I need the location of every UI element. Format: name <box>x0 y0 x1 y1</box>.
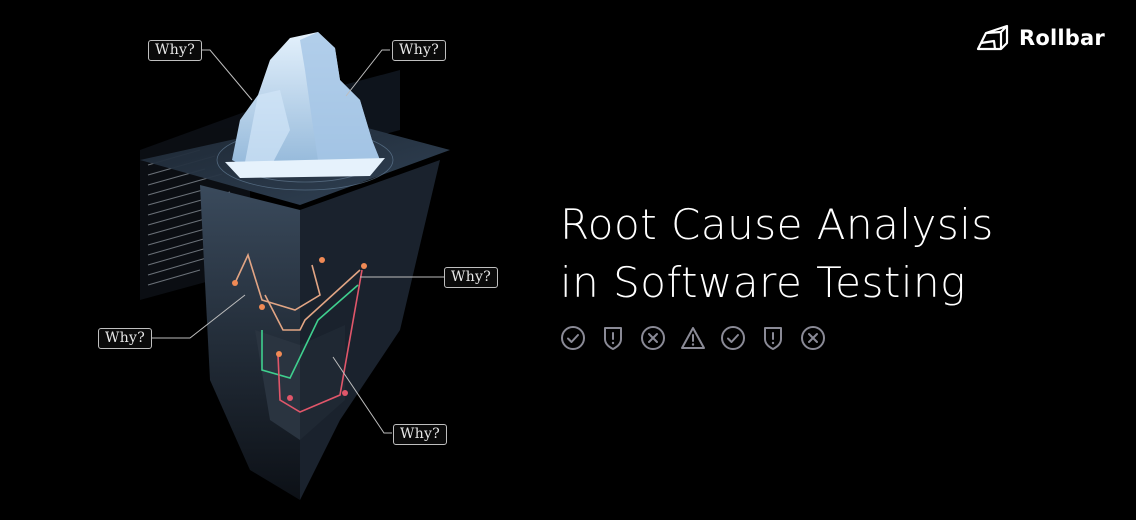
underwater-mass <box>200 160 440 500</box>
rollbar-logo: Rollbar <box>975 24 1105 52</box>
headline-line-2: in Software Testing <box>560 258 966 307</box>
why-callout-middle-right: Why? <box>444 267 499 288</box>
check-circle-icon <box>721 326 745 350</box>
iceberg-illustration <box>140 32 450 500</box>
why-callout-bottom-right: Why? <box>393 424 448 445</box>
status-icon-row <box>560 325 826 351</box>
x-circle-icon <box>641 326 665 350</box>
check-circle-icon <box>561 326 585 350</box>
x-circle-icon <box>801 326 825 350</box>
why-callout-middle-left: Why? <box>98 328 153 349</box>
shield-alert-icon <box>764 327 782 350</box>
why-callout-top-right: Why? <box>392 40 447 61</box>
headline-line-1: Root Cause Analysis <box>560 200 994 249</box>
iceberg <box>225 32 385 178</box>
why-callout-top-left: Why? <box>148 40 203 61</box>
rollbar-cube-icon <box>976 24 1009 51</box>
shield-alert-icon <box>604 327 622 350</box>
brand-name: Rollbar <box>1019 26 1105 50</box>
headline: Root Cause Analysis in Software Testing <box>560 196 994 312</box>
warning-triangle-icon <box>681 327 705 349</box>
